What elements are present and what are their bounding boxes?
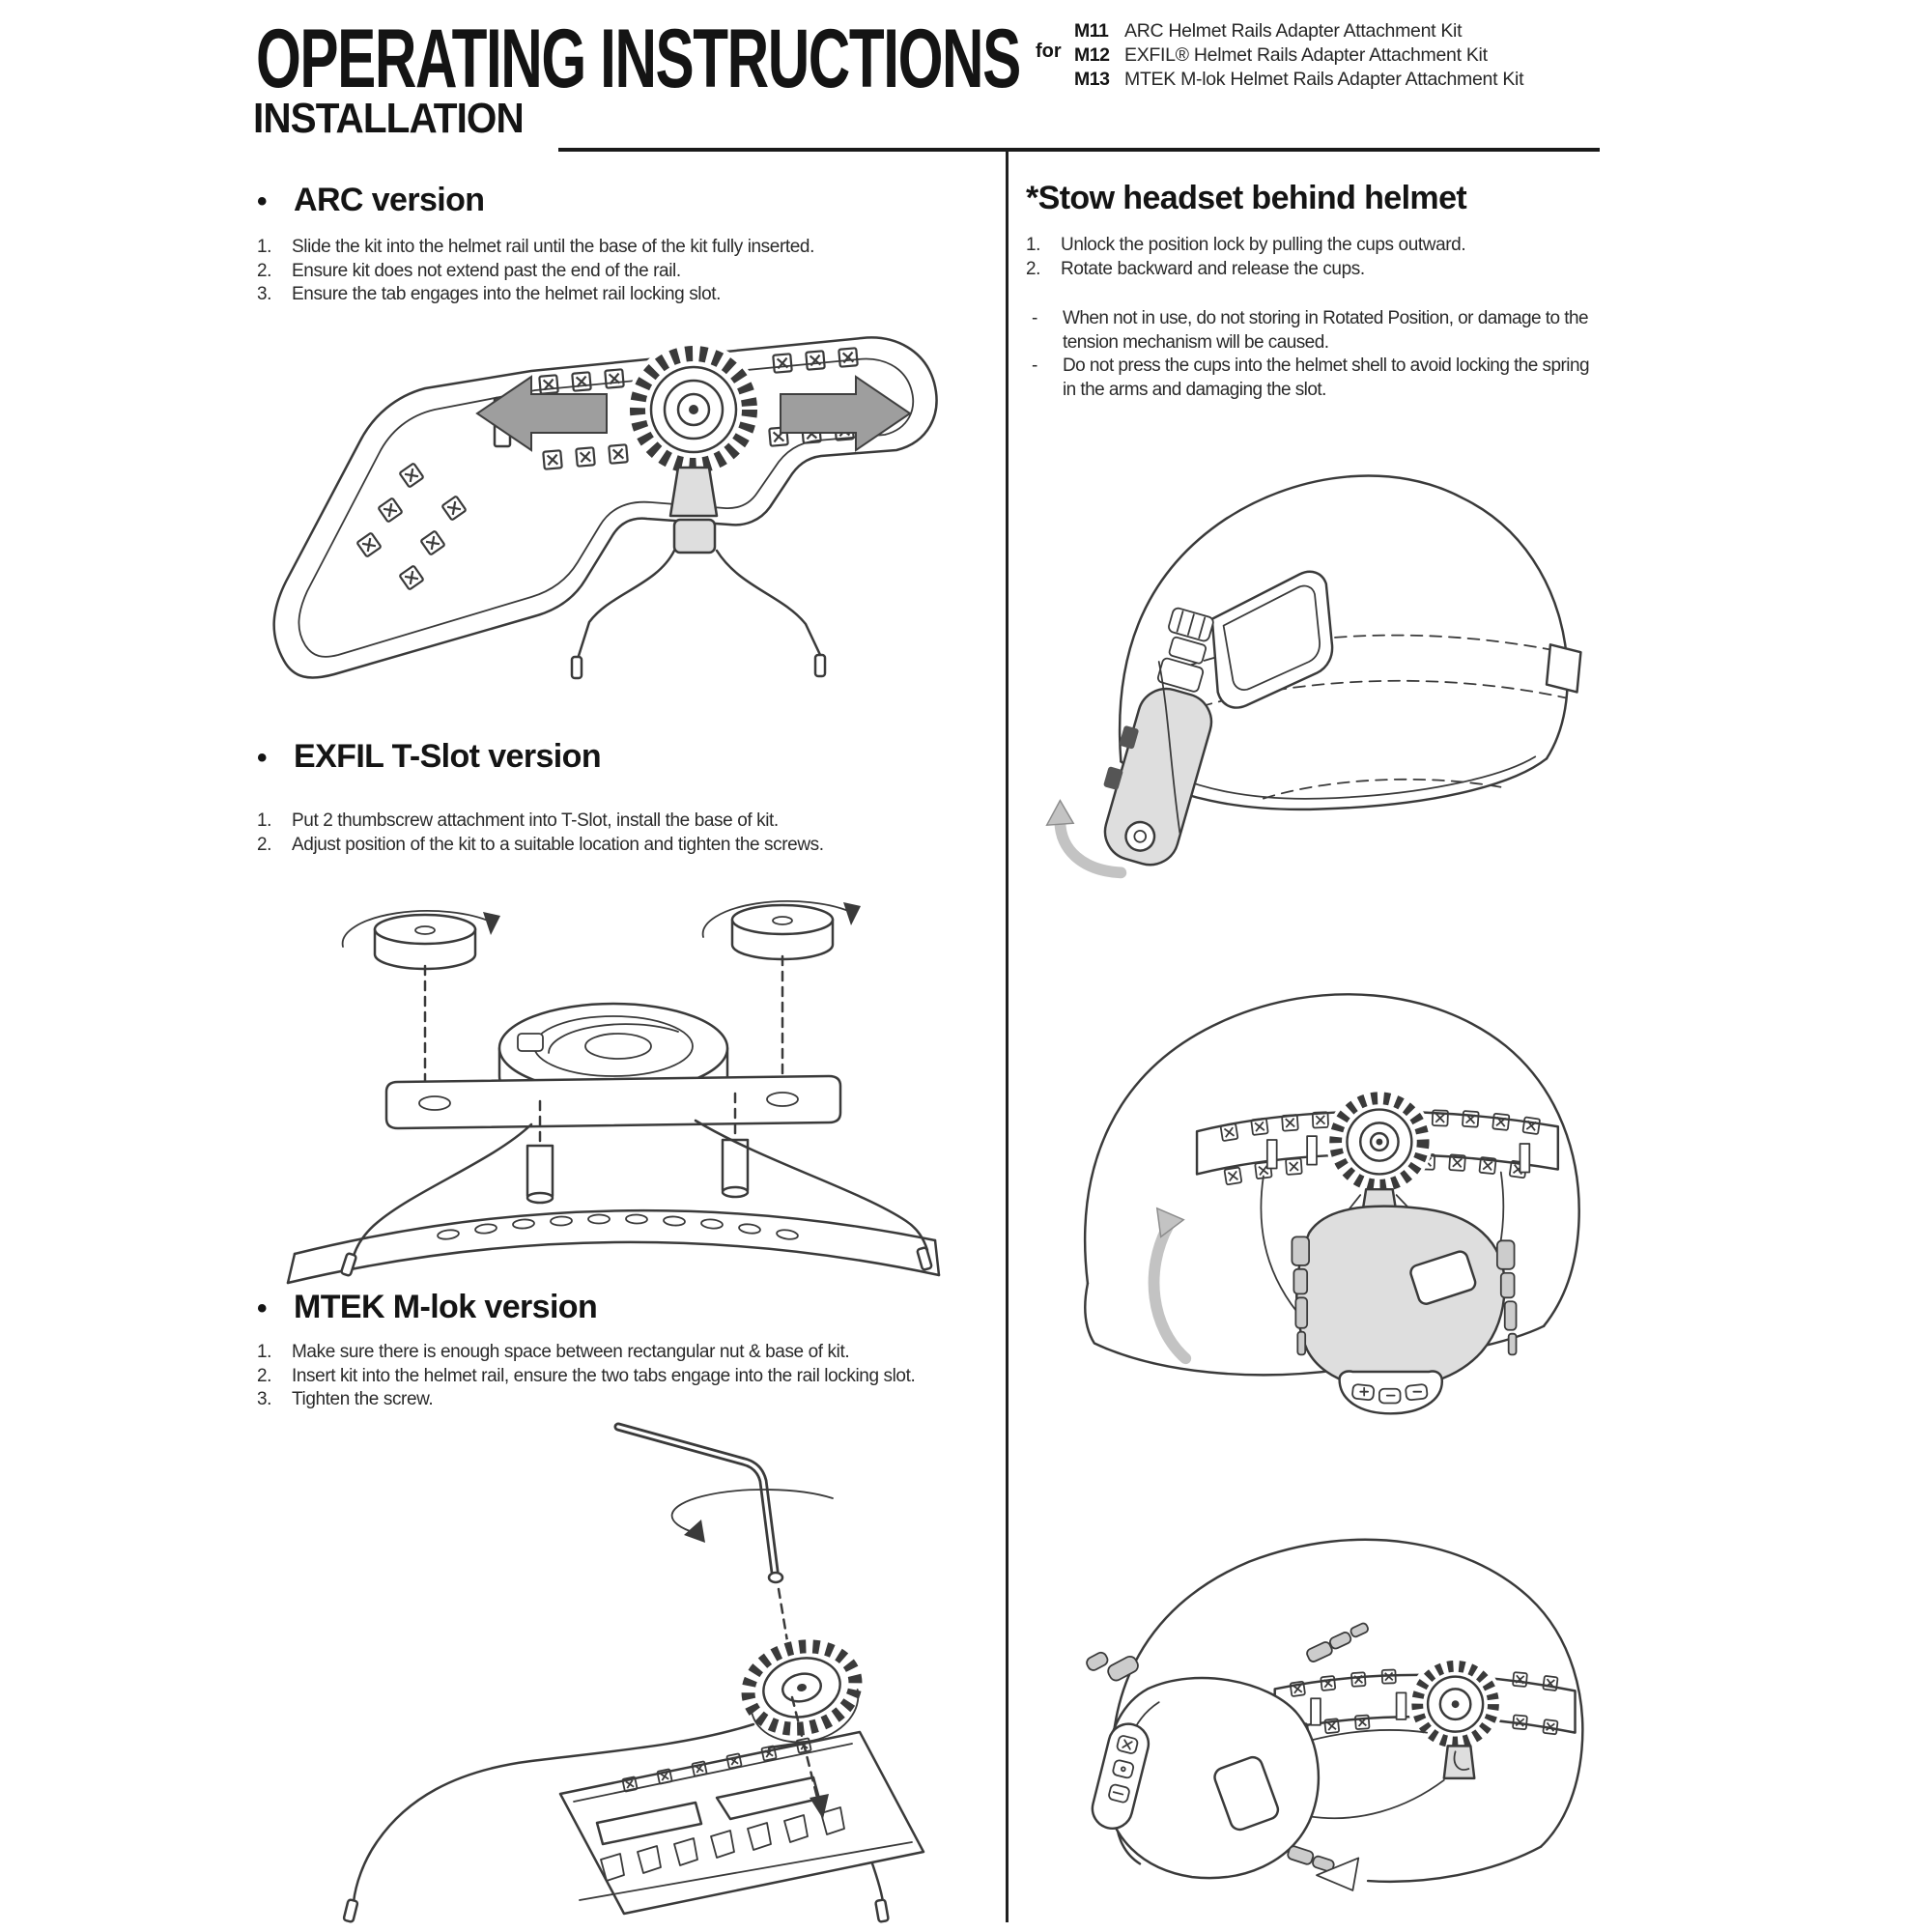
step-item: 2. Rotate backward and release the cups. [1026, 258, 1605, 282]
step-number: 1. [1026, 235, 1041, 255]
section-heading-arc: • ARC version [257, 182, 485, 219]
note-dash: - [1032, 355, 1037, 376]
step-item: 1. Make sure there is enough space betwe… [257, 1341, 987, 1365]
step-number: 2. [257, 260, 272, 281]
helmet-headset-rotate-up-diagram [1084, 993, 1580, 1415]
step-text: Insert kit into the helmet rail, ensure … [292, 1365, 916, 1386]
mtek-steps: 1. Make sure there is enough space betwe… [257, 1341, 987, 1412]
step-text: Rotate backward and release the cups. [1061, 258, 1365, 279]
model-name: EXFIL® Helmet Rails Adapter Attachment K… [1124, 44, 1488, 66]
section-heading-mtek: • MTEK M-lok version [257, 1289, 598, 1326]
mtek-m-lok-diagram [342, 1422, 925, 1923]
installation-title: INSTALLATION [253, 95, 525, 142]
step-text: Put 2 thumbscrew attachment into T-Slot,… [292, 810, 779, 831]
page-title: OPERATING INSTRUCTIONS [256, 13, 1021, 105]
section-title: *Stow headset behind helmet [1026, 180, 1467, 216]
step-number: 1. [257, 237, 272, 257]
bullet-icon: • [257, 185, 268, 217]
section-heading-stow: *Stow headset behind helmet [1026, 180, 1467, 217]
step-text: Ensure kit does not extend past the end … [292, 260, 681, 281]
step-number: 2. [257, 1365, 272, 1386]
model-list: M11 ARC Helmet Rails Adapter Attachment … [1074, 19, 1523, 92]
step-item: 3. Tighten the screw. [257, 1388, 987, 1412]
section-title: MTEK M-lok version [294, 1289, 598, 1325]
step-number: 2. [1026, 258, 1041, 279]
section-title: ARC version [294, 182, 485, 218]
bullet-icon: • [257, 1293, 268, 1324]
helmet-headset-attached-diagram [1086, 1538, 1584, 1891]
model-code: M11 [1074, 20, 1109, 42]
step-item: 1. Slide the kit into the helmet rail un… [257, 236, 987, 260]
step-text: Tighten the screw. [292, 1389, 434, 1409]
model-row: M11 ARC Helmet Rails Adapter Attachment … [1074, 19, 1523, 43]
exfil-steps: 1. Put 2 thumbscrew attachment into T-Sl… [257, 810, 987, 857]
step-text: Ensure the tab engages into the helmet r… [292, 284, 722, 304]
step-text: Unlock the position lock by pulling the … [1061, 235, 1466, 255]
step-item: 1. Unlock the position lock by pulling t… [1026, 234, 1605, 258]
step-number: 2. [257, 834, 272, 855]
step-item: 3. Ensure the tab engages into the helme… [257, 283, 987, 307]
step-number: 3. [257, 1389, 272, 1409]
step-text: Slide the kit into the helmet rail until… [292, 237, 814, 257]
note-text: Do not press the cups into the helmet sh… [1063, 355, 1590, 400]
model-code: M13 [1074, 69, 1110, 90]
helmet-headset-stowed-behind-diagram [1045, 474, 1582, 879]
step-item: 2. Insert kit into the helmet rail, ensu… [257, 1365, 987, 1389]
step-text: Adjust position of the kit to a suitable… [292, 834, 824, 855]
note-item: - When not in use, do not storing in Rot… [1026, 307, 1605, 355]
exfil-t-slot-exploded-diagram [286, 900, 941, 1285]
section-rule [558, 148, 1600, 152]
column-divider [1006, 150, 1009, 1922]
step-text: Make sure there is enough space between … [292, 1342, 850, 1362]
model-name: MTEK M-lok Helmet Rails Adapter Attachme… [1124, 69, 1524, 90]
arc-steps: 1. Slide the kit into the helmet rail un… [257, 236, 987, 307]
model-row: M13 MTEK M-lok Helmet Rails Adapter Atta… [1074, 68, 1523, 92]
step-number: 3. [257, 284, 272, 304]
for-label: for [1036, 41, 1062, 62]
bullet-icon: • [257, 742, 268, 774]
note-dash: - [1032, 308, 1037, 328]
step-number: 1. [257, 810, 272, 831]
model-row: M12 EXFIL® Helmet Rails Adapter Attachme… [1074, 43, 1523, 68]
section-heading-exfil: • EXFIL T-Slot version [257, 738, 602, 776]
step-item: 1. Put 2 thumbscrew attachment into T-Sl… [257, 810, 987, 834]
step-number: 1. [257, 1342, 272, 1362]
note-item: - Do not press the cups into the helmet … [1026, 355, 1605, 402]
step-item: 2. Adjust position of the kit to a suita… [257, 834, 987, 858]
section-title: EXFIL T-Slot version [294, 738, 602, 775]
model-code: M12 [1074, 44, 1110, 66]
model-name: ARC Helmet Rails Adapter Attachment Kit [1124, 20, 1463, 42]
step-item: 2. Ensure kit does not extend past the e… [257, 260, 987, 284]
stow-steps: 1. Unlock the position lock by pulling t… [1026, 234, 1605, 281]
arc-rail-adapter-diagram [272, 336, 938, 680]
stow-notes: - When not in use, do not storing in Rot… [1026, 307, 1605, 402]
note-text: When not in use, do not storing in Rotat… [1063, 308, 1589, 353]
